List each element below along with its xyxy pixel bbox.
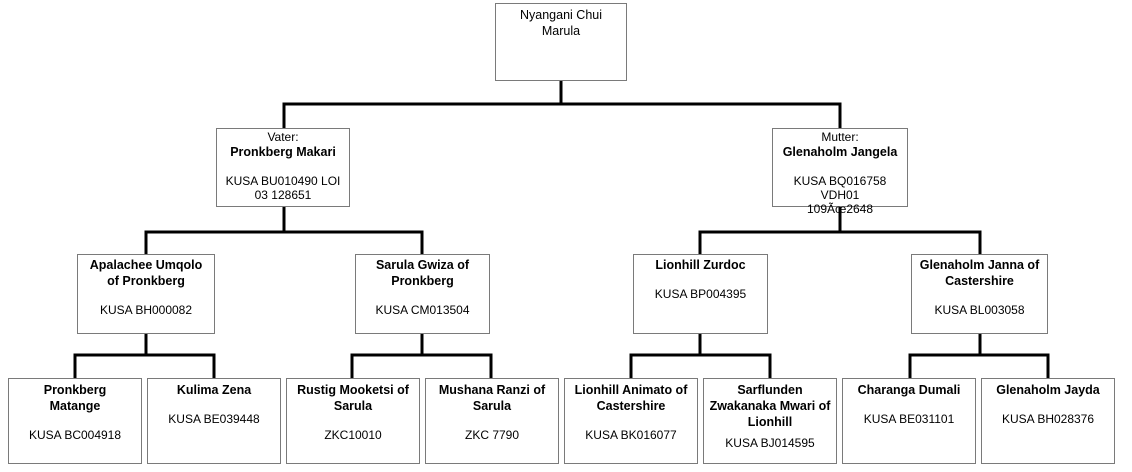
ds-dam-box: Sarflunden Zwakanaka Mwari of Lionhill K… — [703, 378, 837, 464]
dd-dam-registration: KUSA BH028376 — [1001, 412, 1095, 426]
ss-dam-box: Kulima Zena KUSA BE039448 — [147, 378, 281, 464]
ss-sire-name: Pronkberg Matange — [43, 383, 107, 413]
sire-role-label: Vater: — [267, 130, 299, 144]
subject-name: Nyangani Chui Marula — [520, 8, 602, 38]
dam-box: Mutter: Glenaholm Jangela KUSA BQ016758 … — [772, 128, 908, 216]
sire-registration: KUSA BU010490 LOI 03 128651 — [225, 174, 341, 202]
sd-sire-name: Rustig Mooketsi of Sarula — [297, 383, 409, 413]
ss-sire-registration: KUSA BC004918 — [28, 428, 122, 442]
sd-dam-registration: ZKC 7790 — [464, 428, 520, 442]
sire-sire-registration: KUSA BH000082 — [99, 303, 193, 317]
sire-dam-registration: KUSA CM013504 — [375, 303, 470, 317]
sd-dam-name: Mushana Ranzi of Sarula — [438, 383, 546, 413]
dam-role-label: Mutter: — [821, 130, 859, 144]
dd-dam-box: Glenaholm Jayda KUSA BH028376 — [981, 378, 1115, 464]
sd-sire-box: Rustig Mooketsi of Sarula ZKC10010 — [286, 378, 420, 464]
sire-name: Pronkberg Makari — [230, 145, 336, 159]
dam-registration: KUSA BQ016758 VDH01 109Ãœ2648 — [793, 174, 887, 216]
dam-sire-name: Lionhill Zurdoc — [655, 258, 746, 272]
ss-dam-name: Kulima Zena — [176, 383, 252, 397]
ss-dam-registration: KUSA BE039448 — [168, 412, 260, 426]
sire-dam-name: Sarula Gwiza of Pronkberg — [375, 258, 470, 288]
dd-sire-registration: KUSA BE031101 — [863, 412, 955, 426]
dam-sire-box: Lionhill Zurdoc KUSA BP004395 — [633, 254, 768, 334]
ds-sire-registration: KUSA BK016077 — [585, 428, 677, 442]
sire-sire-box: Apalachee Umqolo of Pronkberg KUSA BH000… — [77, 254, 215, 334]
sd-sire-registration: ZKC10010 — [324, 428, 382, 442]
sire-dam-box: Sarula Gwiza of Pronkberg KUSA CM013504 — [355, 254, 490, 334]
dam-dam-name: Glenaholm Janna of Castershire — [919, 258, 1040, 288]
dam-name: Glenaholm Jangela — [782, 145, 898, 159]
dam-dam-registration: KUSA BL003058 — [934, 303, 1025, 317]
ds-dam-registration: KUSA BJ014595 — [725, 436, 815, 450]
sire-sire-name: Apalachee Umqolo of Pronkberg — [89, 258, 203, 288]
ss-sire-box: Pronkberg Matange KUSA BC004918 — [8, 378, 142, 464]
dd-sire-name: Charanga Dumali — [857, 383, 961, 397]
ds-sire-name: Lionhill Animato of Castershire — [574, 383, 688, 413]
sd-dam-box: Mushana Ranzi of Sarula ZKC 7790 — [425, 378, 559, 464]
sire-box: Vater: Pronkberg Makari KUSA BU010490 LO… — [216, 128, 350, 207]
dam-sire-registration: KUSA BP004395 — [654, 287, 747, 301]
ds-sire-box: Lionhill Animato of Castershire KUSA BK0… — [564, 378, 698, 464]
dam-dam-box: Glenaholm Janna of Castershire KUSA BL00… — [911, 254, 1048, 334]
ds-dam-name: Sarflunden Zwakanaka Mwari of Lionhill — [709, 383, 831, 429]
dd-sire-box: Charanga Dumali KUSA BE031101 — [842, 378, 976, 464]
subject-box: Nyangani Chui Marula — [495, 3, 627, 81]
dd-dam-name: Glenaholm Jayda — [996, 383, 1100, 397]
